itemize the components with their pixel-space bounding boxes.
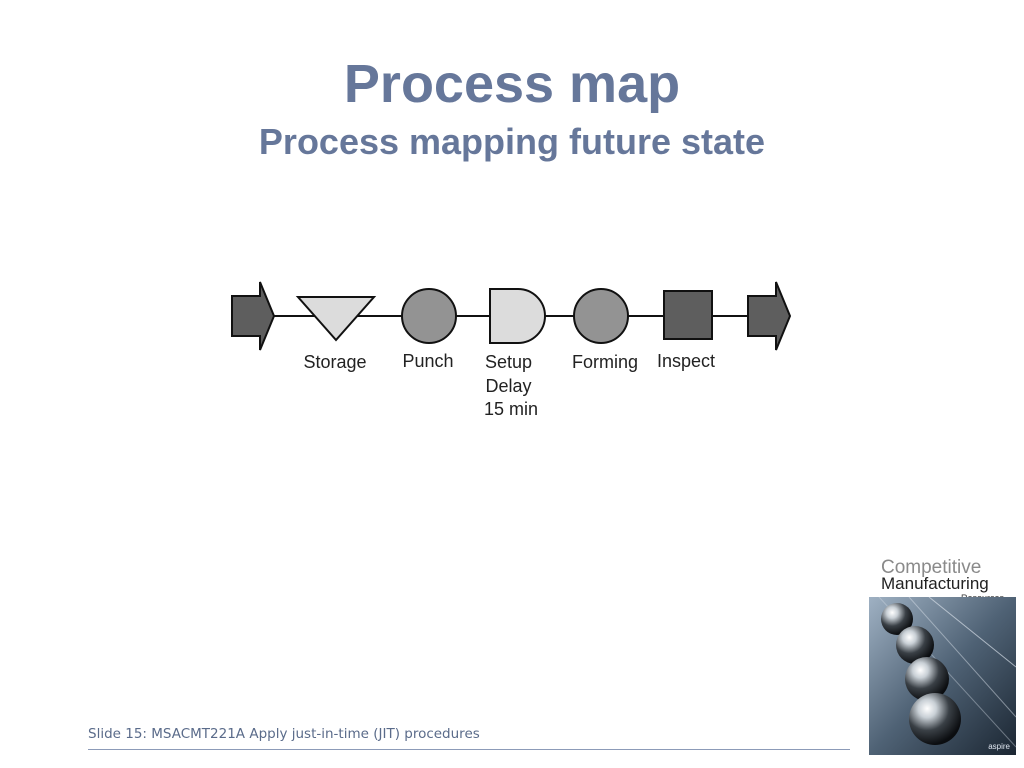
setup-delay-label-line3: 15 min	[484, 399, 538, 419]
cover-spheres-artwork	[869, 597, 1016, 755]
inspect-label: Inspect	[657, 351, 715, 371]
setup-delay-d-symbol	[489, 288, 546, 344]
cover-title-line2: Manufacturing	[881, 574, 989, 593]
process-map-diagram: Storage Punch Setup Delay 15 min Forming…	[231, 281, 792, 419]
input-arrow-symbol	[231, 281, 276, 351]
cover-brand-logo: aspire	[988, 742, 1010, 751]
slide-title: Process map	[343, 54, 681, 114]
resource-cover-image: Competitive Manufacturing Resources	[869, 555, 1016, 755]
forming-label: Forming	[572, 352, 638, 372]
setup-delay-label-line2: Delay	[485, 376, 531, 396]
output-arrow-symbol	[747, 281, 792, 351]
setup-delay-label: Setup Delay 15 min	[484, 352, 538, 419]
punch-label: Punch	[402, 351, 453, 371]
slide-subtitle: Process mapping future state	[258, 121, 766, 162]
storage-label: Storage	[303, 352, 366, 372]
storage-triangle-symbol	[295, 296, 377, 342]
footer-divider	[88, 749, 850, 750]
forming-circle-symbol	[573, 288, 629, 344]
inspect-square-symbol	[663, 290, 713, 340]
slide-footer: Slide 15: MSACMT221A Apply just-in-time …	[88, 726, 480, 742]
cover-title-line1: Competitive	[881, 557, 982, 578]
punch-circle-symbol	[401, 288, 457, 344]
setup-delay-label-line1: Setup	[485, 352, 532, 372]
